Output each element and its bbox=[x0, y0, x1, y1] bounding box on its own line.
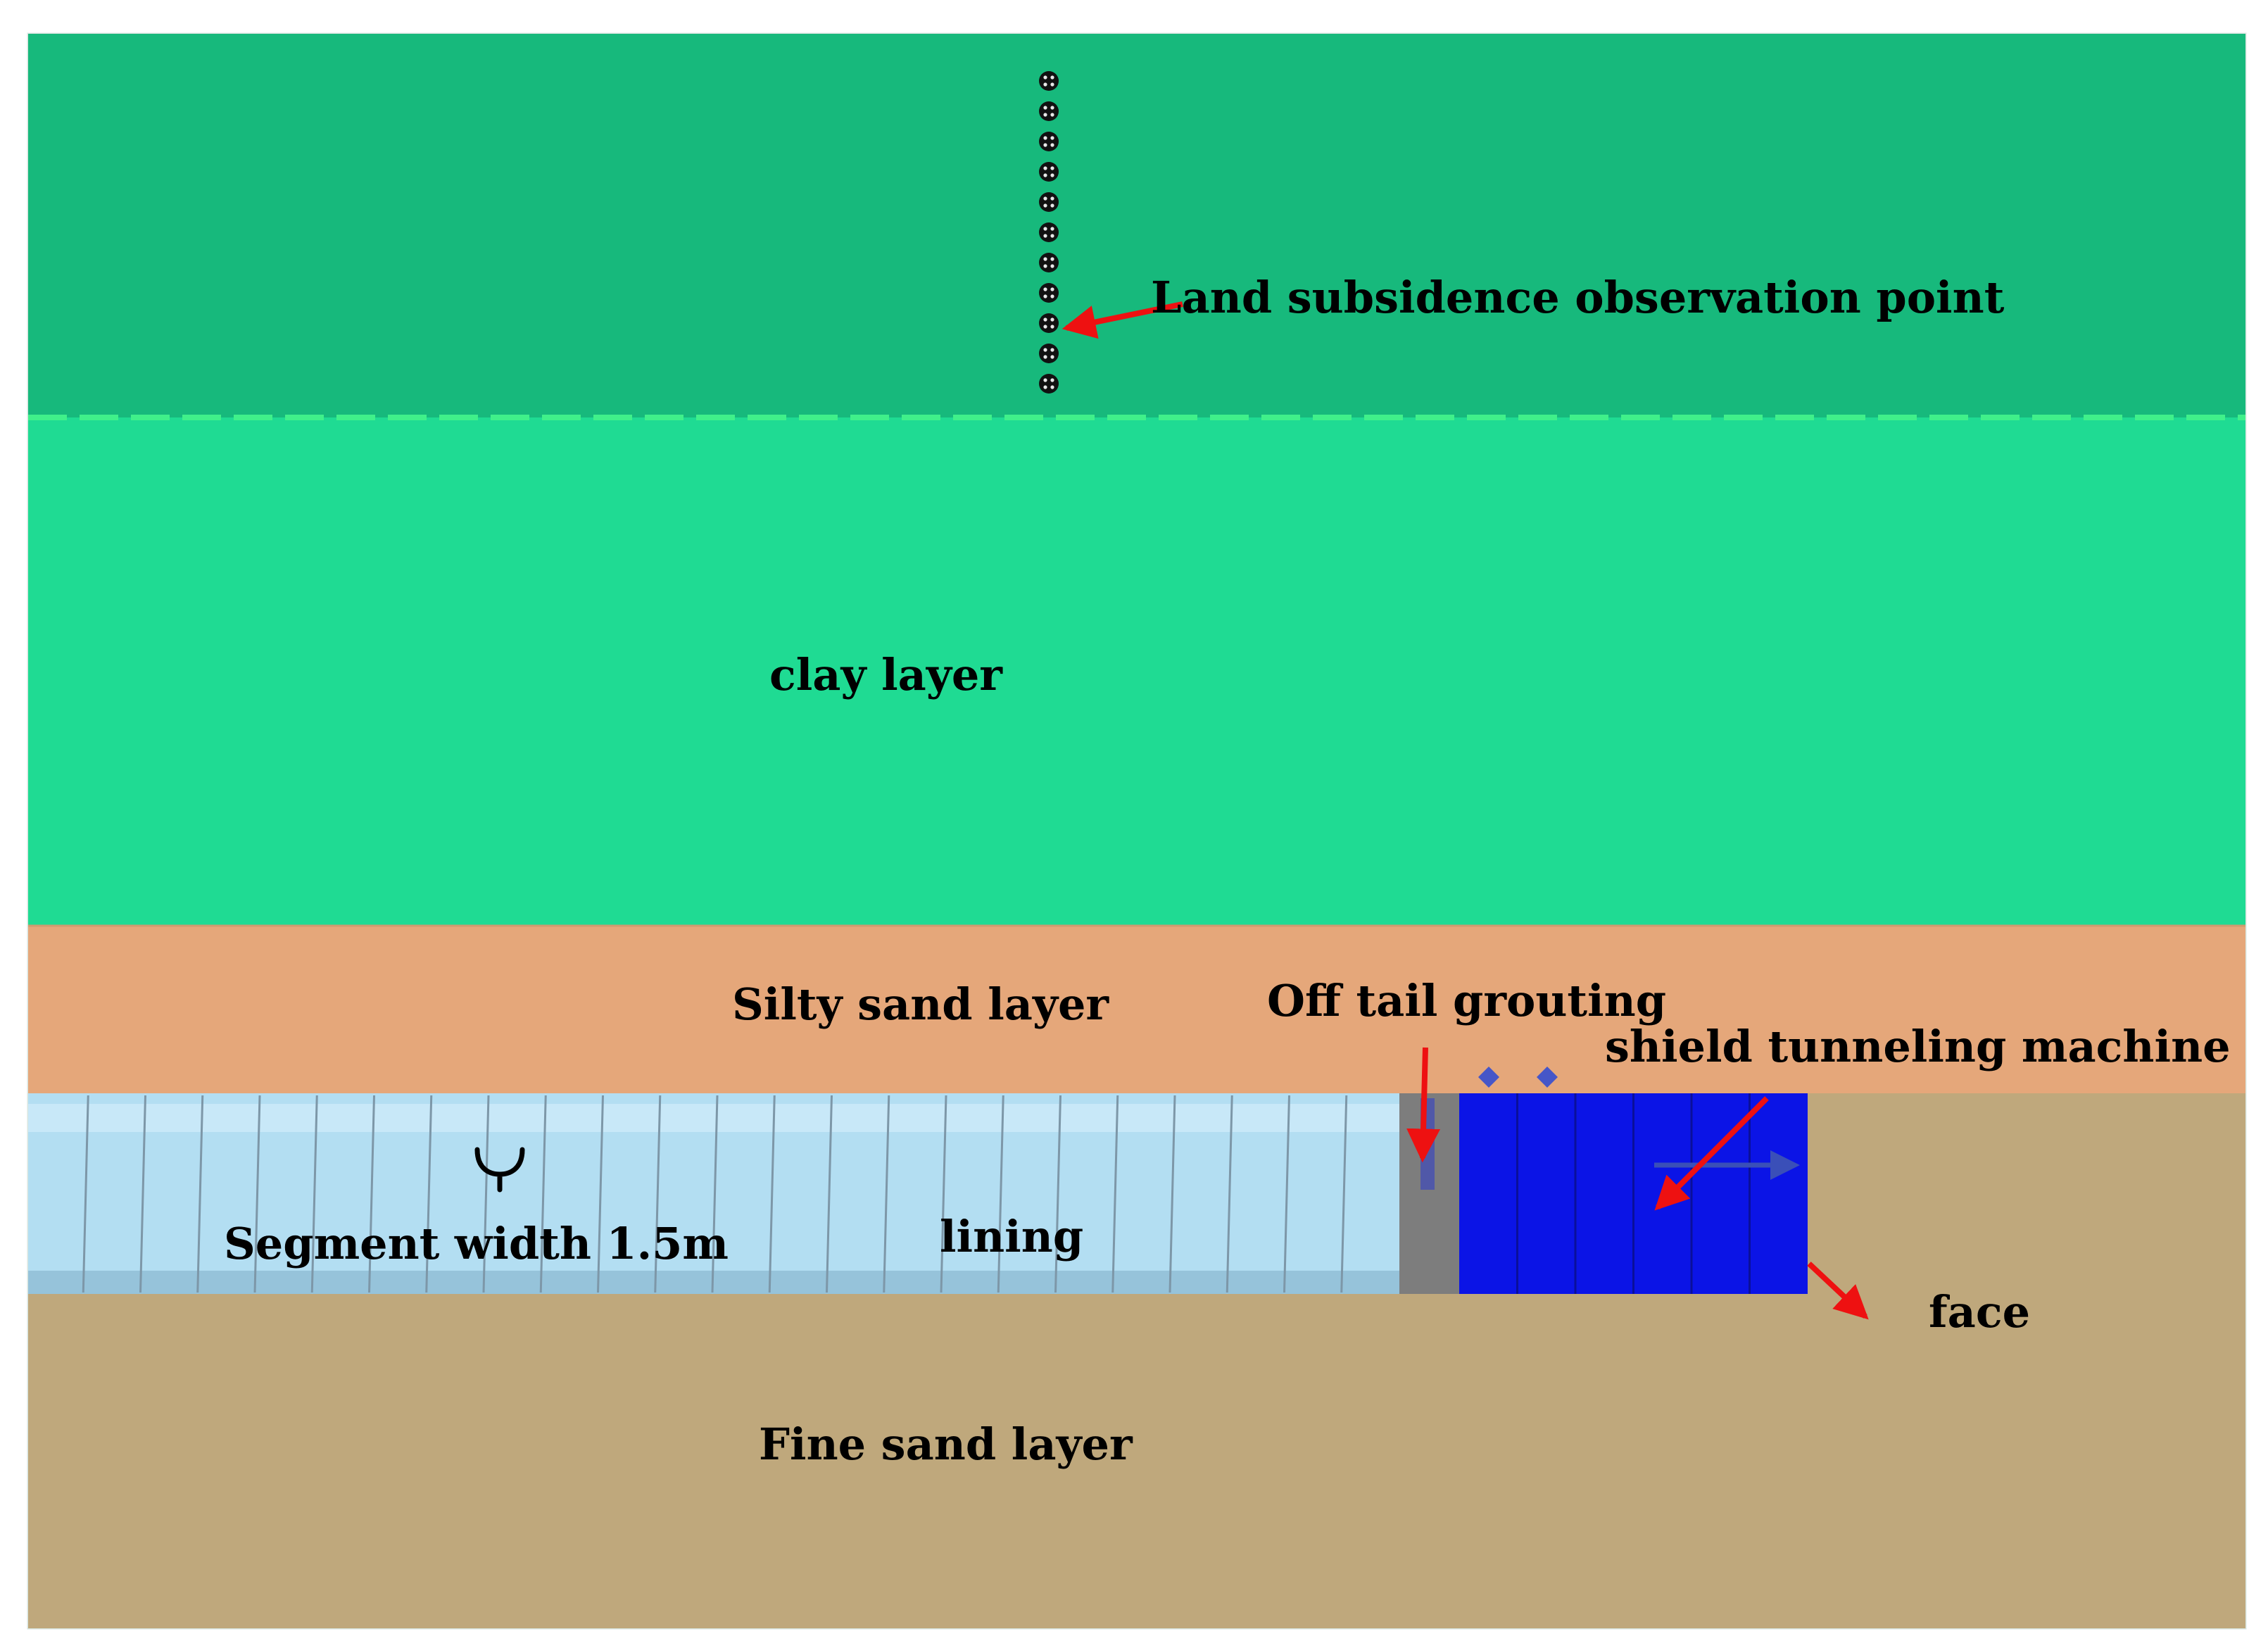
observation-point bbox=[1039, 222, 1059, 242]
lining-ring-line bbox=[539, 1095, 547, 1293]
observation-point bbox=[1039, 192, 1059, 212]
lining-ring-line bbox=[482, 1095, 490, 1293]
lining-ring-line bbox=[139, 1095, 146, 1293]
jack-marker-1 bbox=[1478, 1067, 1499, 1088]
lining-ring-line bbox=[310, 1095, 318, 1293]
jack-marker-2 bbox=[1537, 1067, 1558, 1088]
lining-ring-line bbox=[196, 1095, 204, 1293]
observation-point bbox=[1039, 374, 1059, 394]
lining-ring-line bbox=[883, 1095, 890, 1293]
observation-point bbox=[1039, 71, 1059, 91]
lining-ring-line bbox=[940, 1095, 947, 1293]
surface-layer bbox=[28, 34, 2245, 417]
lining-ring-line bbox=[1226, 1095, 1233, 1293]
lining-ring-line bbox=[1283, 1095, 1290, 1293]
observation-points bbox=[1039, 71, 1059, 394]
lining-ring-line bbox=[826, 1095, 833, 1293]
observation-point bbox=[1039, 253, 1059, 272]
observation-point bbox=[1039, 344, 1059, 363]
shield-arrow bbox=[1654, 1096, 1769, 1211]
observation-point bbox=[1039, 162, 1059, 182]
lining-shadow bbox=[28, 1271, 1401, 1294]
segment-width-bracket bbox=[474, 1147, 525, 1193]
lining-label: lining bbox=[940, 1211, 1083, 1262]
clay-layer bbox=[28, 417, 2245, 926]
lining-ring-line bbox=[1168, 1095, 1176, 1293]
silty-sand-layer-label: Silty sand layer bbox=[732, 979, 1109, 1030]
lining-ring-line bbox=[997, 1095, 1004, 1293]
grouting-arrow bbox=[1406, 1047, 1441, 1163]
shield-machine-label: shield tunneling machine bbox=[1605, 1021, 2231, 1072]
face-arrow bbox=[1807, 1262, 1869, 1320]
lining-highlight bbox=[28, 1104, 1401, 1132]
observation-point-arrow bbox=[1061, 301, 1183, 339]
observation-point bbox=[1039, 132, 1059, 151]
lining-ring-line bbox=[1340, 1095, 1348, 1293]
lining-ring-line bbox=[597, 1095, 604, 1293]
lining-ring-line bbox=[368, 1095, 375, 1293]
lining-ring-line bbox=[253, 1095, 261, 1293]
observation-point bbox=[1039, 283, 1059, 303]
silty-sand-layer bbox=[28, 926, 2245, 1093]
lining-ring-line bbox=[654, 1095, 662, 1293]
grouting-label: Off tail grouting bbox=[1267, 975, 1666, 1026]
lining-ring-line bbox=[1111, 1095, 1119, 1293]
face-label: face bbox=[1929, 1286, 2030, 1338]
lining-ring-lines bbox=[82, 1095, 1348, 1293]
lining-ring-line bbox=[1054, 1095, 1061, 1293]
clay-layer-label: clay layer bbox=[769, 649, 1003, 700]
lining-ring-line bbox=[768, 1095, 776, 1293]
lining-ring-line bbox=[425, 1095, 433, 1293]
fine-sand-layer-label: Fine sand layer bbox=[759, 1419, 1133, 1470]
shield-section-lines bbox=[1516, 1093, 1751, 1294]
lining-ring-line bbox=[711, 1095, 719, 1293]
observation-point-label: Land subsidence observation point bbox=[1151, 272, 2005, 323]
observation-point bbox=[1039, 313, 1059, 333]
observation-point bbox=[1039, 101, 1059, 121]
segment-width-label: Segment width 1.5m bbox=[224, 1218, 729, 1269]
lining-ring-line bbox=[82, 1095, 89, 1293]
